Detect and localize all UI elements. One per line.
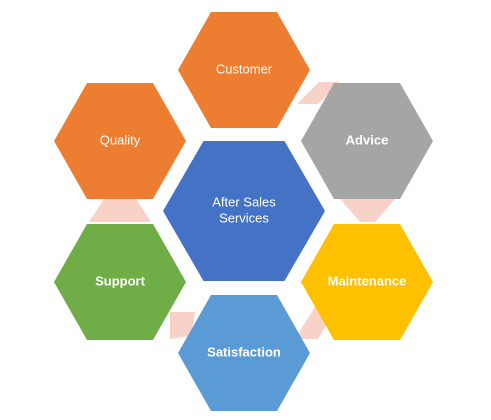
hexagon-center xyxy=(163,141,325,281)
hexagon-label-maintenance: Maintenance xyxy=(328,273,407,288)
hexagon-label-quality: Quality xyxy=(100,132,141,147)
connector-2 xyxy=(340,199,395,222)
connector-1 xyxy=(297,82,340,104)
hexagon-quality xyxy=(54,83,186,199)
connector-4 xyxy=(170,312,195,339)
connector-5 xyxy=(89,199,151,222)
hexagon-customer xyxy=(178,12,310,128)
hexagon-maintenance xyxy=(301,224,433,340)
hexagon-satisfaction xyxy=(178,295,310,411)
hexagon-center-label-line-2: Services xyxy=(219,210,269,225)
hexagon-label-satisfaction: Satisfaction xyxy=(207,344,281,359)
hexagon-label-support: Support xyxy=(95,273,145,288)
hexagon-center-label-line-1: After Sales xyxy=(212,194,276,209)
hexagon-advice xyxy=(301,83,433,199)
hexagon-label-customer: Customer xyxy=(216,61,273,76)
hexagon-layer xyxy=(54,12,433,411)
hexagon-label-advice: Advice xyxy=(346,132,389,147)
hexagon-support xyxy=(54,224,186,340)
